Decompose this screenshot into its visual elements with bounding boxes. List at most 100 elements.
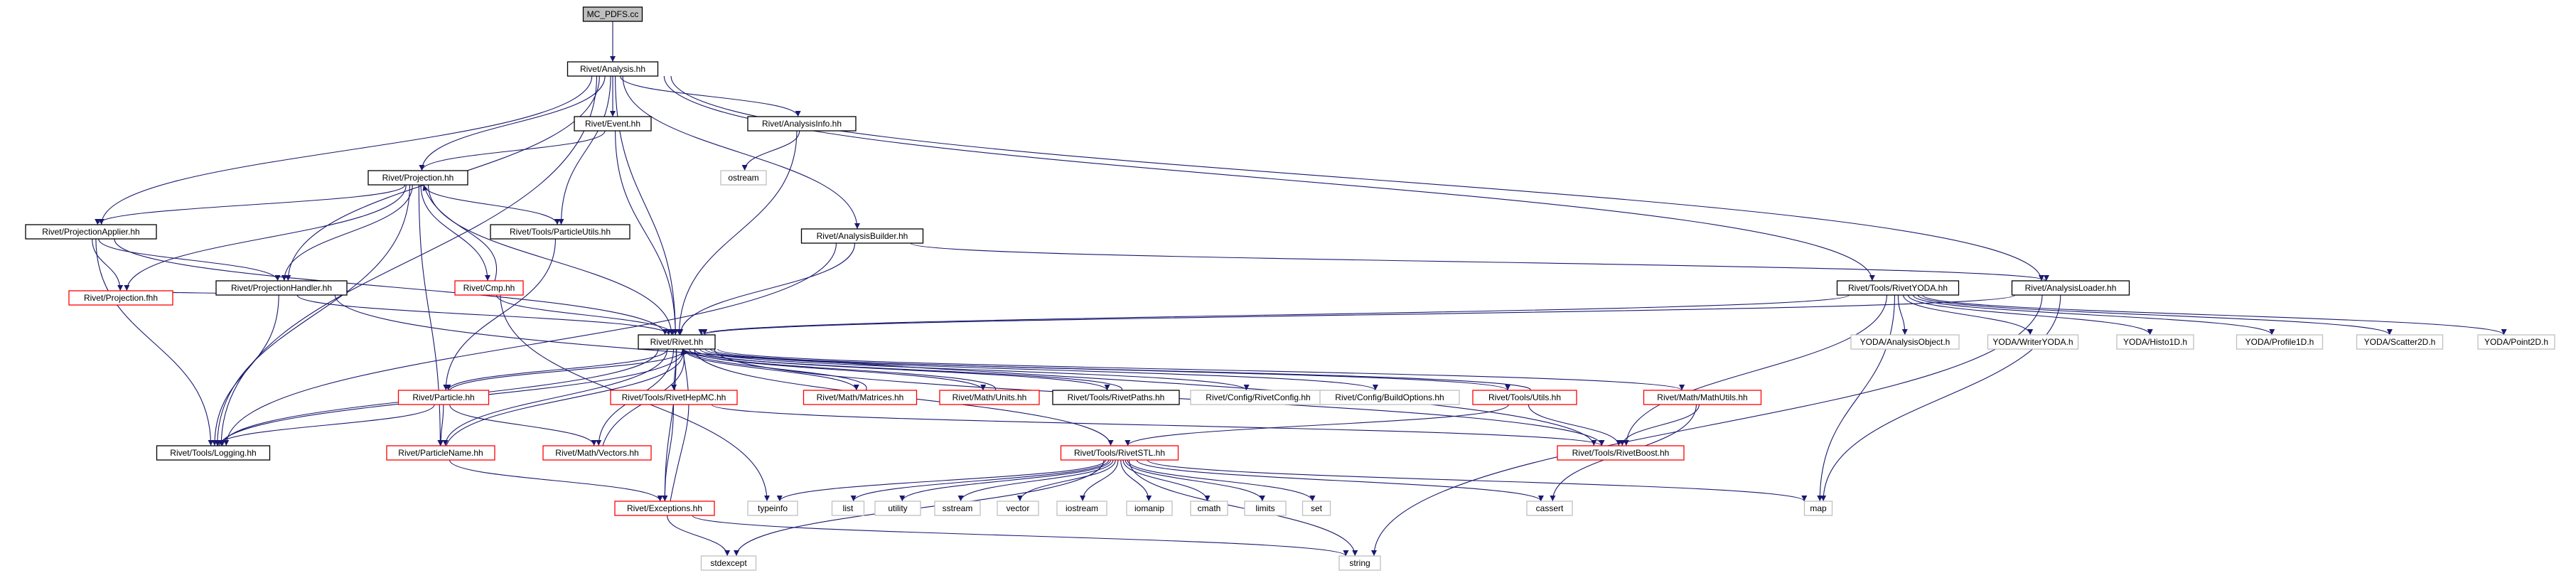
edge-analysis-to-particleutils	[558, 75, 611, 225]
edge-exceptions-to-string	[692, 515, 1349, 557]
node-box	[1803, 501, 1833, 516]
edge-projection-to-projfhh	[124, 184, 407, 291]
node-box	[997, 501, 1039, 516]
edge-projection-to-logging	[214, 184, 411, 446]
node-label: cmath	[1198, 503, 1221, 513]
node-mc-pdfs-cc[interactable]: MC_PDFS.cc	[582, 6, 643, 22]
node-rivet-projectionapplier-hh[interactable]: Rivet/ProjectionApplier.hh	[25, 224, 157, 240]
edge-stl-to-map	[1147, 459, 1808, 502]
node-iostream: iostream	[1056, 501, 1107, 516]
node-limits: limits	[1244, 501, 1287, 516]
edge-projection-to-rivet	[428, 184, 675, 336]
node-rivet-analysisbuilder-hh[interactable]: Rivet/AnalysisBuilder.hh	[800, 228, 924, 244]
edge-projection-to-projapplier	[95, 184, 406, 225]
node-rivet-particle-hh[interactable]: Rivet/Particle.hh	[397, 390, 490, 405]
node-label: Rivet/Projection.hh	[382, 173, 454, 183]
edge-particleutils-to-particle	[443, 238, 556, 391]
file-nodes: MC_PDFS.ccRivet/Analysis.hhRivet/Event.h…	[25, 6, 2555, 571]
node-iomanip: iomanip	[1126, 501, 1173, 516]
node-rivet-particlename-hh[interactable]: Rivet/ParticleName.hh	[386, 445, 495, 461]
edge-hepmc-to-boost	[711, 404, 1605, 446]
node-label: vector	[1007, 503, 1030, 513]
edge-particle-to-vectors	[449, 404, 597, 446]
node-rivet-analysis-hh[interactable]: Rivet/Analysis.hh	[567, 61, 659, 77]
node-rivet-tools-logging-hh[interactable]: Rivet/Tools/Logging.hh	[156, 445, 271, 461]
node-rivet-projection-hh[interactable]: Rivet/Projection.hh	[367, 170, 468, 186]
edge-projection-to-cmp	[420, 184, 490, 282]
node-box	[1056, 501, 1107, 516]
node-label: Rivet/Particle.hh	[412, 392, 474, 402]
edge-analysisloader-to-map	[1820, 294, 2061, 502]
node-rivet-math-units-hh[interactable]: Rivet/Math/Units.hh	[939, 390, 1040, 405]
edge-stl-to-vector	[1016, 459, 1116, 502]
node-string: string	[1338, 555, 1381, 571]
edge-utils-to-stl	[1125, 404, 1509, 446]
node-label: Rivet/ProjectionHandler.hh	[231, 283, 332, 293]
edge-stl-to-utility	[899, 459, 1112, 502]
node-rivet-math-matrices-hh[interactable]: Rivet/Math/Matrices.hh	[803, 390, 918, 405]
node-box	[367, 170, 468, 186]
edge-projapplier-to-rivet	[114, 238, 668, 336]
edge-rivet-to-mathutils	[717, 348, 1685, 391]
node-box	[1190, 501, 1228, 516]
node-cassert: cassert	[1526, 501, 1573, 516]
node-rivet-tools-particleutils-hh[interactable]: Rivet/Tools/ParticleUtils.hh	[490, 224, 630, 240]
node-box	[1060, 445, 1179, 461]
edge-rivetyoda-to-wyoda	[1903, 294, 2034, 336]
edge-analysisbuilder-to-logging	[223, 242, 837, 446]
edge-stl-to-iomanip	[1120, 459, 1152, 502]
edge-stl-to-cassert	[1136, 459, 1544, 502]
node-rivet-projection-fhh[interactable]: Rivet/Projection.fhh	[68, 290, 173, 306]
node-rivet-event-hh[interactable]: Rivet/Event.hh	[574, 116, 652, 132]
node-rivet-tools-rivetboost-hh[interactable]: Rivet/Tools/RivetBoost.hh	[1557, 445, 1685, 461]
node-label: Rivet/Tools/Utils.hh	[1488, 392, 1561, 402]
edge-rivetyoda-to-pt2d	[1922, 294, 2507, 336]
node-label: stdexcept	[710, 558, 747, 568]
node-rivet-tools-rivetstl-hh[interactable]: Rivet/Tools/RivetSTL.hh	[1060, 445, 1179, 461]
edge-exceptions-to-rivet	[670, 348, 689, 502]
node-label: Rivet/Cmp.hh	[463, 283, 515, 293]
node-box	[2236, 334, 2324, 350]
node-label: Rivet/Tools/RivetSTL.hh	[1074, 448, 1165, 458]
node-rivet-projectionhandler-hh[interactable]: Rivet/ProjectionHandler.hh	[215, 280, 348, 296]
node-label: map	[1810, 503, 1827, 513]
node-rivet-rivet-hh[interactable]: Rivet/Rivet.hh	[638, 334, 716, 350]
edge-analysis-to-rivetyoda	[663, 75, 1875, 282]
edge-rivetyoda-to-map	[1817, 294, 1896, 502]
node-list: list	[831, 501, 865, 516]
edge-cmp-to-rivet	[496, 294, 676, 336]
node-rivet-analysisloader-hh[interactable]: Rivet/AnalysisLoader.hh	[2011, 280, 2130, 296]
node-label: Rivet/Tools/RivetBoost.hh	[1572, 448, 1670, 458]
node-box	[1472, 390, 1577, 405]
node-label: Rivet/Math/Vectors.hh	[555, 448, 638, 458]
node-label: MC_PDFS.cc	[587, 9, 639, 19]
edge-projhandler-to-rivet	[296, 294, 672, 336]
edge-particle-to-logging	[215, 404, 435, 446]
node-label: iostream	[1066, 503, 1098, 513]
node-rivet-analysisinfo-hh[interactable]: Rivet/AnalysisInfo.hh	[747, 116, 857, 132]
edge-rivet-to-exceptions	[662, 348, 677, 502]
edge-analysis-to-projapplier	[98, 75, 593, 225]
edge-rivet-to-pname	[442, 348, 668, 446]
node-rivet-exceptions-hh[interactable]: Rivet/Exceptions.hh	[614, 501, 715, 516]
node-label: Rivet/Tools/RivetYODA.hh	[1848, 283, 1948, 293]
node-vector: vector	[997, 501, 1039, 516]
node-rivet-math-mathutils-hh[interactable]: Rivet/Math/MathUtils.hh	[1643, 390, 1762, 405]
node-rivet-tools-rivethepmc-hh[interactable]: Rivet/Tools/RivetHepMC.hh	[610, 390, 738, 405]
node-typeinfo: typeinfo	[747, 501, 798, 516]
node-set: set	[1302, 501, 1331, 516]
node-box	[567, 61, 659, 77]
node-label: iomanip	[1134, 503, 1164, 513]
node-box	[25, 224, 157, 240]
edge-particle-to-rivet	[449, 348, 688, 391]
node-rivet-cmp-hh[interactable]: Rivet/Cmp.hh	[454, 280, 524, 296]
node-rivet-math-vectors-hh[interactable]: Rivet/Math/Vectors.hh	[542, 445, 652, 461]
node-label: string	[1349, 558, 1370, 568]
edge-pname-to-rivet	[446, 348, 687, 446]
node-rivet-tools-rivetyoda-hh[interactable]: Rivet/Tools/RivetYODA.hh	[1836, 280, 1960, 296]
edge-projapplier-to-projfhh	[92, 238, 124, 291]
edge-rivetyoda-to-s2d	[1917, 294, 2393, 336]
node-rivet-tools-rivetpaths-hh[interactable]: Rivet/Tools/RivetPaths.hh	[1052, 390, 1180, 405]
node-rivet-tools-utils-hh[interactable]: Rivet/Tools/Utils.hh	[1472, 390, 1577, 405]
